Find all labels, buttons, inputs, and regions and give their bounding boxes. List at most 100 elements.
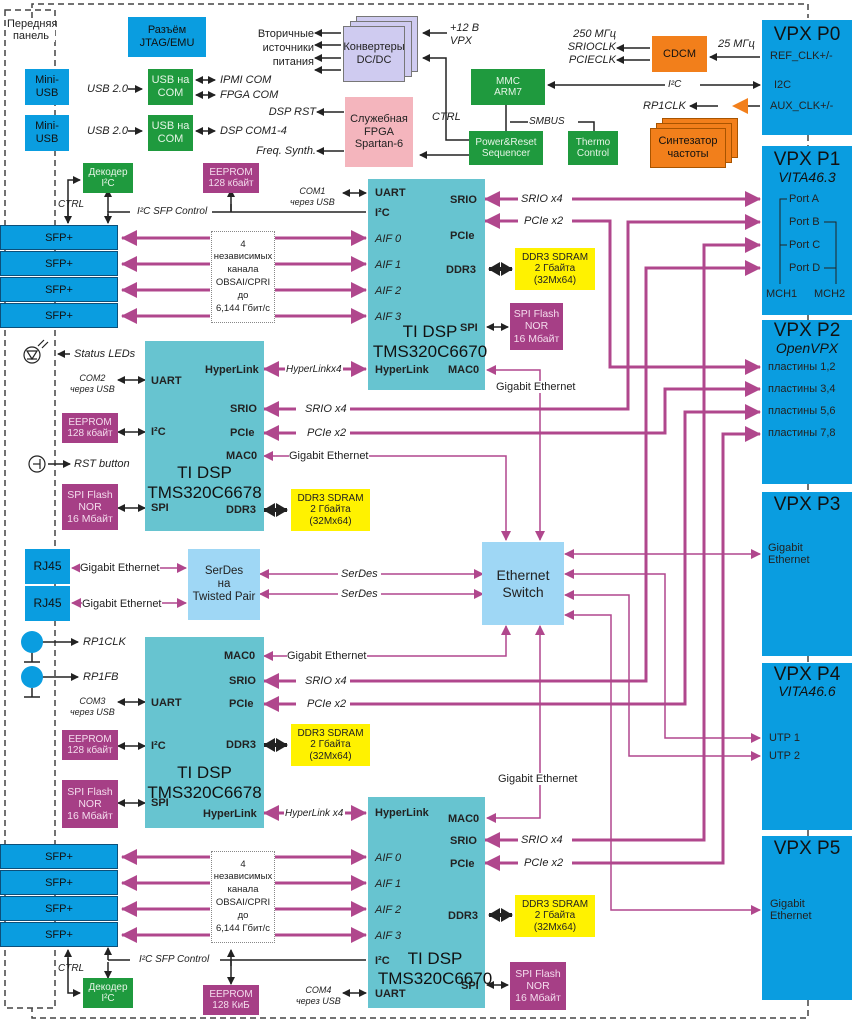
plates-1-2: пластины 1,2 <box>768 361 836 373</box>
dsp4-srio: SRIO <box>450 835 477 847</box>
mini-usb-2[interactable]: Mini-USB <box>25 115 69 151</box>
dsp3-mac0: MAC0 <box>224 650 256 662</box>
link-gbe-rj45-1: Gigabit Ethernet <box>80 562 160 575</box>
dsp2-uart: UART <box>151 375 182 387</box>
port-c: Port C <box>789 239 821 251</box>
fpga-com-label: FPGA COM <box>220 89 279 101</box>
dsp-rst-label: DSP RST <box>268 106 316 118</box>
sfp-port-1[interactable]: SFP+ <box>0 225 118 250</box>
usb-link-label-1: USB 2.0 <box>87 83 128 96</box>
sfp-port-8[interactable]: SFP+ <box>0 922 118 947</box>
vpx-p4-subtitle: VITA46.6 <box>778 683 836 699</box>
plates-5-6: пластины 5,6 <box>768 405 836 417</box>
mch2-label: MCH2 <box>814 288 846 300</box>
vpx-p4: VPX P4 VITA46.6 UTP 1 UTP 2 <box>762 663 852 830</box>
sfp-port-4[interactable]: SFP+ <box>0 303 118 328</box>
vpx-p1: VPX P1 VITA46.3 Port A Port B Port C Por… <box>762 146 852 315</box>
dsp4-hyperlink: HyperLink <box>375 807 429 819</box>
dsp1-aif0: AIF 0 <box>375 233 402 245</box>
clock-buffer-icon <box>732 98 748 114</box>
dsp3-pcie: PCIe <box>229 698 254 710</box>
link-pcie-4: PCIe x2 <box>522 857 566 870</box>
dsp1-aif3: AIF 3 <box>375 311 402 323</box>
dsp2-i2c: I²C <box>151 426 166 438</box>
dsp-com-label: DSP COM1-4 <box>220 125 287 137</box>
link-gbe-1: Gigabit Ethernet <box>496 381 576 394</box>
link-hyperlink-1: HyperLinkx4 <box>285 364 343 375</box>
utp-1: UTP 1 <box>769 732 800 744</box>
rp1clk-out-label: RP1CLK <box>643 100 686 112</box>
dsp4-mac0: MAC0 <box>448 813 480 825</box>
rp1clk-front-label: RP1CLK <box>83 636 126 648</box>
dsp2-ddr3: DDR3 <box>226 504 256 516</box>
freq-synth-label: Freq. Synth. <box>256 145 316 157</box>
rp1fb-front-label: RP1FB <box>83 671 119 683</box>
sfp-control-top: I²C SFP Control <box>134 206 211 217</box>
link-serdes-1: SerDes <box>338 568 381 581</box>
dsp1-i2c: I²C <box>375 207 390 219</box>
usb-link-label-2: USB 2.0 <box>87 125 128 138</box>
dsp-tms320c6670-bottom <box>368 797 485 1008</box>
dsp3-spi: SPI <box>151 797 169 809</box>
led-icon <box>23 339 49 364</box>
dsp2-mac0: MAC0 <box>226 450 258 462</box>
dsp4-uart: UART <box>375 988 406 1000</box>
link-srio-3: SRIO x4 <box>303 675 349 688</box>
rj45-port-2[interactable]: RJ45 <box>25 586 70 621</box>
link-pcie-1: PCIe x2 <box>522 215 566 228</box>
sfp-port-3[interactable]: SFP+ <box>0 277 118 302</box>
vpx-p1-title: VPX P1 <box>773 149 841 170</box>
dsp4-pcie: PCIe <box>450 858 475 870</box>
sfp-port-5[interactable]: SFP+ <box>0 844 118 869</box>
dsp1-uart: UART <box>375 187 406 199</box>
link-gbe-rj45-2: Gigabit Ethernet <box>82 598 162 611</box>
reset-button-icon <box>28 455 46 473</box>
sfp-port-2[interactable]: SFP+ <box>0 251 118 276</box>
dsp1-srio: SRIO <box>450 194 477 206</box>
link-srio-1: SRIO x4 <box>519 193 565 206</box>
sfp-port-7[interactable]: SFP+ <box>0 896 118 921</box>
status-leds-label: Status LEDs <box>74 348 136 360</box>
mch1-label: MCH1 <box>766 288 798 300</box>
sfp-control-bottom: I²C SFP Control <box>136 954 213 965</box>
mini-usb-1[interactable]: Mini-USB <box>25 69 69 105</box>
dsp4-i2c: I²C <box>375 955 390 967</box>
dsp3-uart: UART <box>151 697 182 709</box>
plates-3-4: пластины 3,4 <box>768 383 836 395</box>
port-a: Port A <box>789 193 819 205</box>
dsp1-ddr3: DDR3 <box>446 264 476 276</box>
rj45-port-1[interactable]: RJ45 <box>25 549 70 584</box>
board-outline <box>31 3 809 1019</box>
25mhz-label: 25 МГц <box>718 38 755 50</box>
dsp4-aif3: AIF 3 <box>375 930 402 942</box>
dsp1-pcie: PCIe <box>450 230 475 242</box>
cdcm: CDCM <box>652 36 707 72</box>
link-srio-4: SRIO x4 <box>519 834 565 847</box>
sfp-port-6[interactable]: SFP+ <box>0 870 118 895</box>
dsp-tms320c6670-top <box>368 179 485 390</box>
vpx-p5-title: VPX P5 <box>773 838 841 859</box>
dsp4-ddr3: DDR3 <box>448 910 478 922</box>
